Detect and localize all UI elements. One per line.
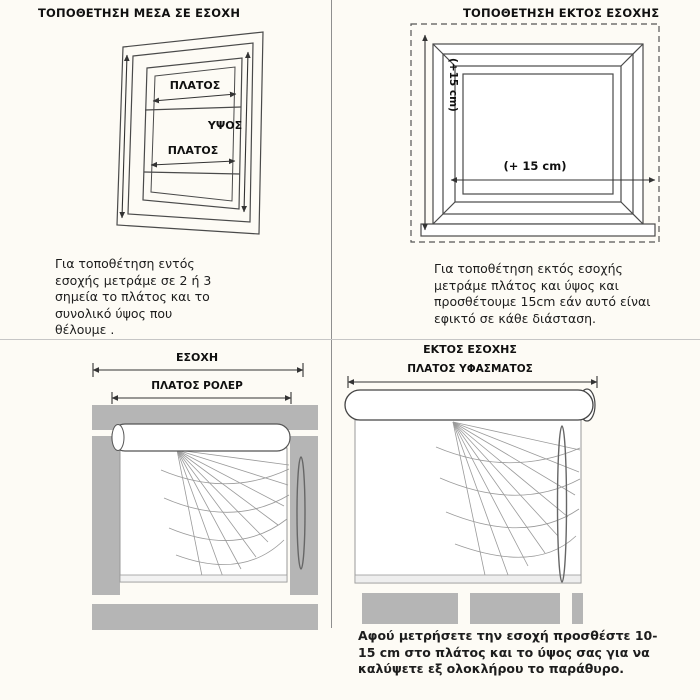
blind-fabric xyxy=(354,419,582,584)
wall-block-left xyxy=(362,593,458,624)
recess-left-wall xyxy=(92,436,120,595)
dashed-extension-outline xyxy=(410,23,660,243)
horizontal-divider xyxy=(0,339,700,340)
window-outer-frame xyxy=(116,31,264,235)
width-plus-label: (+ 15 cm) xyxy=(504,159,567,173)
recess-label: ΕΣΟΧΗ xyxy=(176,351,218,364)
height-plus-label: (+15 cm) xyxy=(447,58,459,112)
window-glass xyxy=(150,66,236,202)
title-inside-recess: ΤΟΠΟΘΕΤΗΣΗ ΜΕΣΑ ΣΕ ΕΣΟΧΗ xyxy=(38,6,241,20)
window-sill xyxy=(420,223,656,237)
window-crossbar-top xyxy=(144,106,242,111)
fabric-width-arrow xyxy=(347,376,598,388)
height-arrow xyxy=(241,51,251,213)
height-label: ΥΨΟΣ xyxy=(207,119,242,132)
outside-recess-window-diagram: (+15 cm) (+ 15 cm) xyxy=(410,23,660,243)
window-frame-perspective xyxy=(116,31,264,235)
roller-tube xyxy=(111,423,291,452)
vertical-divider xyxy=(331,0,332,628)
window-crossbar-bottom xyxy=(143,171,241,175)
fabric-crosshatch xyxy=(160,449,290,582)
window-inner-frame xyxy=(142,57,243,210)
title-outside-recess: ΤΟΠΟΘΕΤΗΣΗ ΕΚΤΟΣ ΕΣΟΧΗΣ xyxy=(463,6,660,20)
inside-recess-caption: Για τοποθέτηση εντός εσοχής μετράμε σε 2… xyxy=(55,256,212,337)
recess-corner-line xyxy=(432,201,456,225)
recess-corner-line xyxy=(620,201,644,225)
roller-tube xyxy=(344,389,594,421)
recess-right-wall xyxy=(290,436,318,595)
pull-chain xyxy=(296,456,306,570)
fabric-width-label: ΠΛΑΤΟΣ ΥΦΑΣΜΑΤΟΣ xyxy=(407,363,533,375)
width-label-top: ΠΛΑΤΟΣ xyxy=(170,79,221,92)
roller-width-label: ΠΛΑΤΟΣ ΡΟΛΕΡ xyxy=(151,380,243,392)
inside-recess-window-diagram: ΠΛΑΤΟΣ ΥΨΟΣ ΠΛΑΤΟΣ xyxy=(116,31,264,235)
roller-outside-recess-diagram: ΕΚΤΟΣ ΕΣΟΧΗΣ ΠΛΑΤΟΣ ΥΦΑΣΜΑΤΟΣ xyxy=(344,343,598,624)
pull-chain xyxy=(556,425,568,583)
roller-end-cap xyxy=(111,424,125,451)
recess-width-arrow xyxy=(92,363,304,377)
recess-corner-line xyxy=(620,43,644,67)
blind-bottom-hem xyxy=(354,574,582,584)
wall-block-edge xyxy=(572,593,583,624)
side-height-arrow xyxy=(119,54,130,219)
blind-bottom-hem xyxy=(119,574,288,583)
blind-fabric xyxy=(119,447,288,583)
bottom-caption: Αφού μετρήσετε την εσοχή προσθέστε 10-15… xyxy=(358,628,658,676)
window-glass xyxy=(462,73,614,195)
window-frame xyxy=(420,43,656,237)
outside-recess-label: ΕΚΤΟΣ ΕΣΟΧΗΣ xyxy=(423,343,517,356)
outside-recess-caption: Για τοποθέτηση εκτός εσοχής μετράμε πλάτ… xyxy=(434,261,651,326)
wall-below-blind xyxy=(362,593,583,624)
recess-bottom-wall xyxy=(92,604,318,630)
roller-width-arrow xyxy=(111,392,292,404)
roller-inside-recess-diagram: ΕΣΟΧΗ ΠΛΑΤΟΣ ΡΟΛΕΡ xyxy=(92,351,318,630)
width-arrow-top xyxy=(152,91,237,104)
width-arrow-bottom xyxy=(150,158,236,168)
recess-corner-line xyxy=(432,43,456,67)
width-label-bottom: ΠΛΑΤΟΣ xyxy=(168,144,219,157)
wall-block-right xyxy=(470,593,560,624)
